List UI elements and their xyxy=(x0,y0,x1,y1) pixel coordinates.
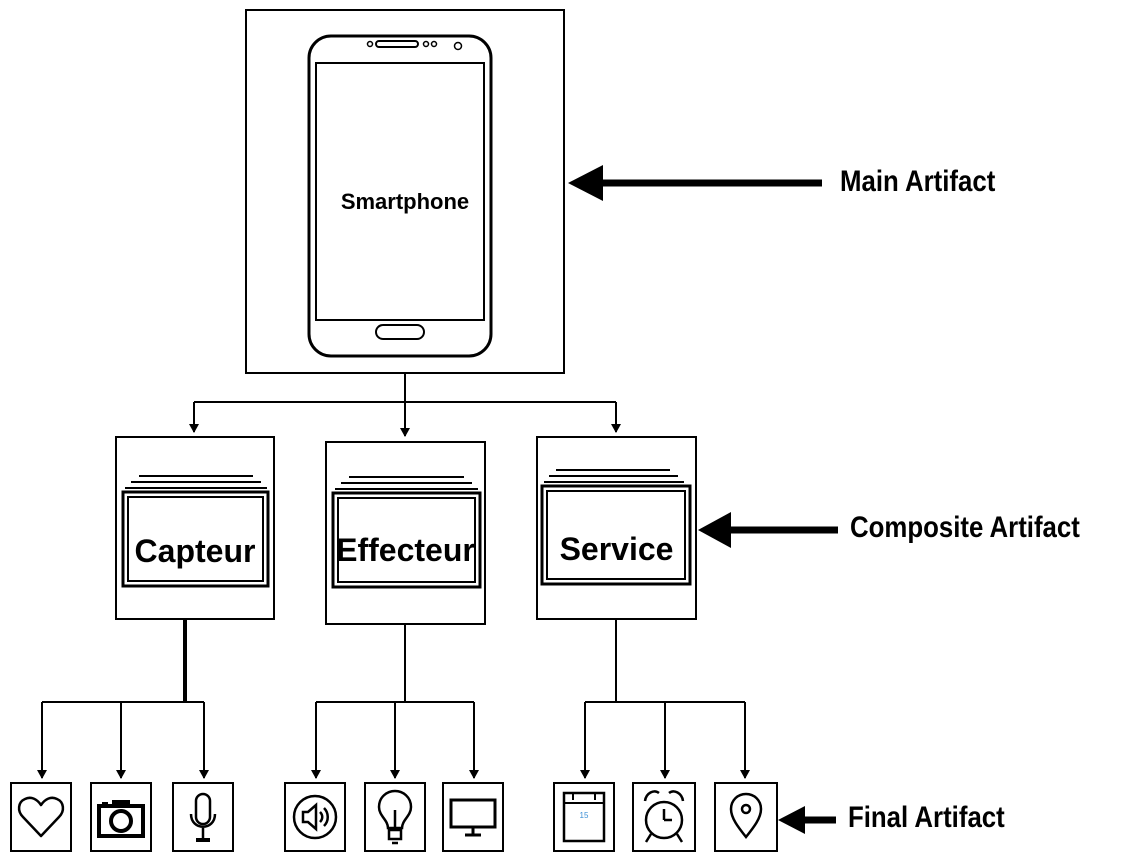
final-artifact-camera xyxy=(90,782,152,852)
main-level-arrow xyxy=(568,165,822,201)
final-artifact-speaker xyxy=(284,782,346,852)
alarm-clock-icon xyxy=(643,790,685,843)
composite-artifact-service: Service xyxy=(536,436,697,620)
final-artifact-microphone xyxy=(172,782,234,852)
camera-icon xyxy=(97,800,145,838)
main-artifact-label: Main Artifact xyxy=(840,165,996,198)
smartphone-icon xyxy=(307,34,493,358)
heart-icon xyxy=(17,796,65,838)
main-artifact-box: Smartphone xyxy=(245,9,565,374)
final-artifact-alarm-clock xyxy=(632,782,696,852)
stack-icon xyxy=(540,469,692,586)
final-level-arrow xyxy=(778,806,836,834)
composite-label-service: Service xyxy=(559,531,674,567)
final-artifact-label: Final Artifact xyxy=(848,801,1005,834)
final-artifact-calendar: 15 xyxy=(553,782,615,852)
composite-label-capteur: Capteur xyxy=(134,533,256,569)
composite-artifact-effecteur: Effecteur xyxy=(325,441,486,625)
final-artifact-heart xyxy=(10,782,72,852)
final-artifact-location xyxy=(714,782,778,852)
microphone-icon xyxy=(189,792,217,842)
smartphone-label: Smartphone xyxy=(340,189,470,214)
composite-level-arrow xyxy=(698,512,838,548)
stack-icon xyxy=(121,475,270,588)
calendar-date-number: 15 xyxy=(580,811,589,820)
monitor-icon xyxy=(449,798,497,837)
lightbulb-icon xyxy=(377,789,413,845)
speaker-icon xyxy=(292,794,338,840)
location-pin-icon xyxy=(729,792,763,840)
final-artifact-monitor xyxy=(442,782,504,852)
calendar-icon: 15 xyxy=(562,791,606,843)
final-artifact-lightbulb xyxy=(364,782,426,852)
composite-artifact-capteur: Capteur xyxy=(115,436,275,620)
composite-label-effecteur: Effecteur xyxy=(336,532,475,568)
composite-artifact-label: Composite Artifact xyxy=(850,511,1080,544)
stack-icon xyxy=(331,476,482,589)
